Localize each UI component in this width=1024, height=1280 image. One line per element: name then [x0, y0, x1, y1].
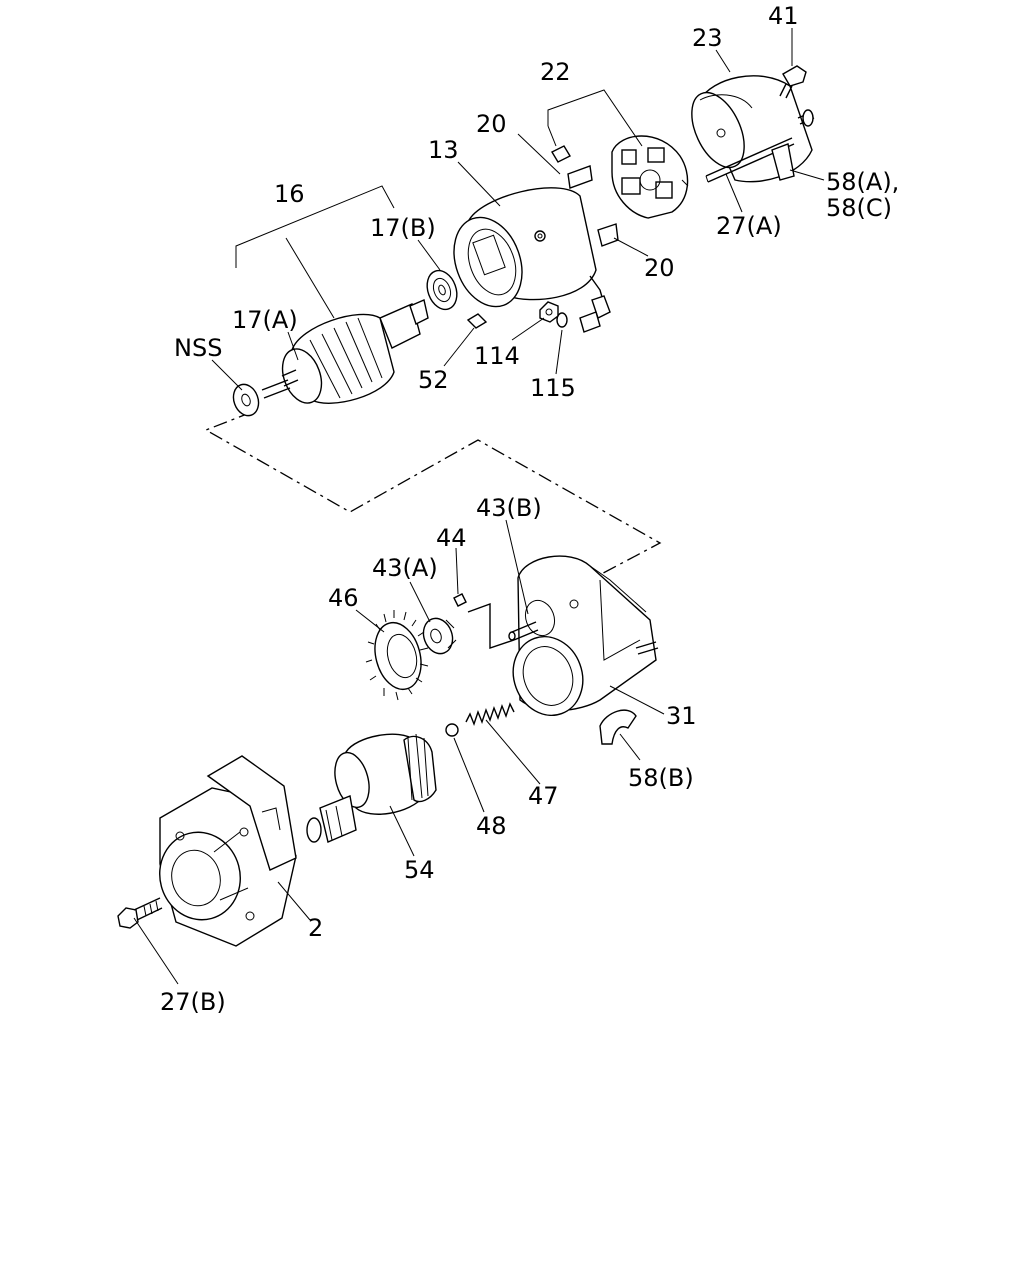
part-115-washer	[556, 312, 568, 328]
part-22-brush-holder	[611, 135, 689, 219]
label-22: 22	[540, 58, 571, 86]
part-54-pinion-clutch	[306, 733, 437, 843]
part-41-screw	[779, 65, 807, 99]
label-58b: 58(B)	[628, 764, 694, 792]
part-58a-boot	[771, 143, 795, 181]
label-115: 115	[530, 374, 576, 402]
part-17b-bearing	[426, 269, 458, 311]
leader-lines	[133, 28, 825, 985]
label-46: 46	[328, 584, 359, 612]
part-46-gear	[365, 610, 429, 701]
label-54: 54	[404, 856, 435, 884]
shaft-bracket-line	[467, 603, 515, 649]
label-43a: 43(A)	[372, 554, 438, 582]
label-nss: NSS	[174, 334, 222, 362]
part-2-drive-housing	[159, 755, 297, 947]
label-20-right: 20	[644, 254, 675, 282]
label-31: 31	[666, 702, 697, 730]
part-48-ball	[445, 723, 459, 737]
part-52-key	[466, 313, 488, 329]
label-47: 47	[528, 782, 559, 810]
label-23: 23	[692, 24, 723, 52]
part-20-lead-terminal	[579, 275, 611, 333]
part-44-pin	[453, 593, 467, 607]
label-27b: 27(B)	[160, 988, 226, 1016]
part-13-yoke	[453, 187, 619, 308]
label-20-top: 20	[476, 110, 507, 138]
part-47-spring	[465, 702, 515, 727]
part-43a-hub	[422, 617, 457, 655]
label-41: 41	[768, 2, 799, 30]
label-44: 44	[436, 524, 467, 552]
label-16: 16	[274, 180, 305, 208]
label-52: 52	[418, 366, 449, 394]
part-20-brush-top	[551, 145, 593, 189]
callout-labels: 41 23 22 20 13 16 17(B) 17(A) NSS 58(A),…	[160, 2, 899, 1016]
part-58b-boot	[599, 709, 637, 745]
part-27b-bolt	[117, 897, 163, 929]
label-43b: 43(B)	[476, 494, 542, 522]
label-17b: 17(B)	[370, 214, 436, 242]
label-13: 13	[428, 136, 459, 164]
label-17a: 17(A)	[232, 306, 298, 334]
part-16-armature	[261, 299, 429, 404]
label-58c: 58(C)	[826, 194, 892, 222]
label-27a: 27(A)	[716, 212, 782, 240]
part-31-gear-housing	[512, 555, 659, 717]
label-2: 2	[308, 914, 323, 942]
part-nss-washer	[232, 383, 260, 417]
label-58a: 58(A),	[826, 168, 899, 196]
label-48: 48	[476, 812, 507, 840]
label-114: 114	[474, 342, 520, 370]
